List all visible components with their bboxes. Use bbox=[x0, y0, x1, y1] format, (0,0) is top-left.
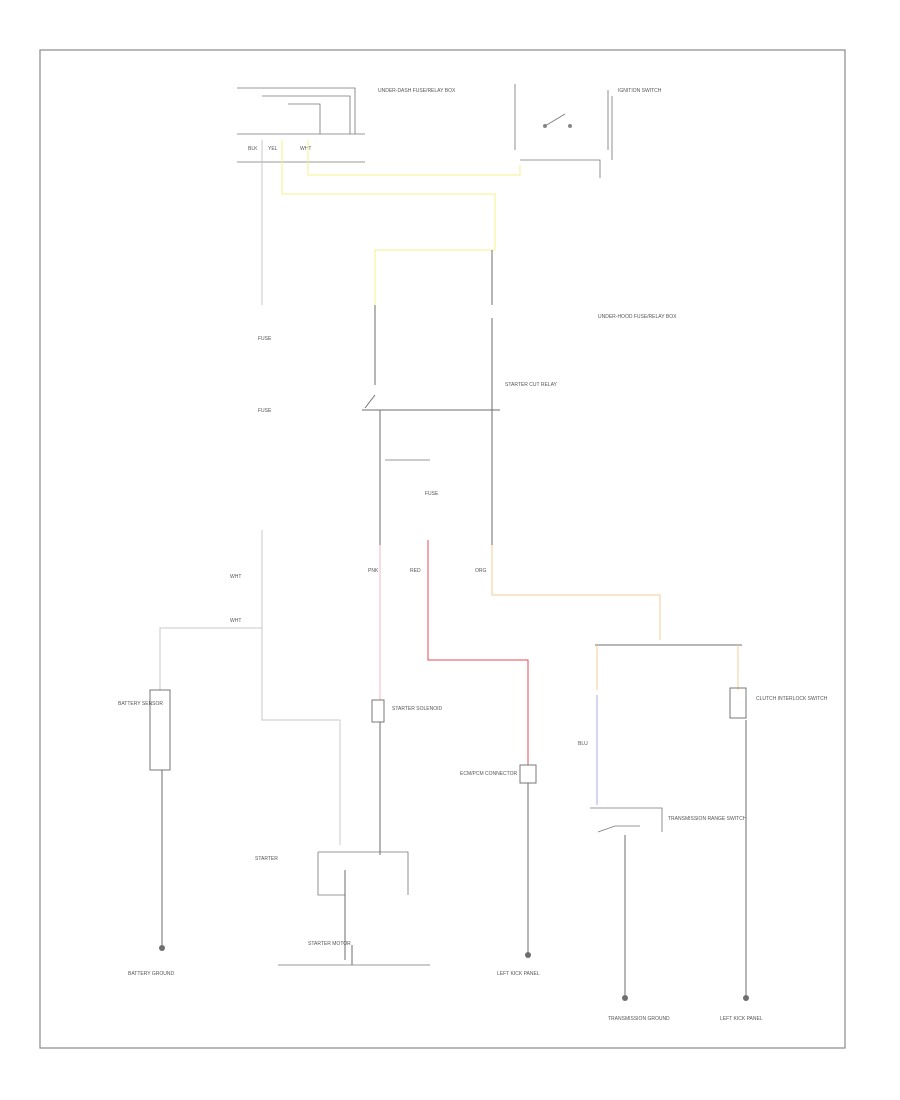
ground-left-kick-label: LEFT KICK PANEL bbox=[497, 971, 540, 977]
ground-symbols bbox=[159, 945, 749, 1001]
transmission-range-switch: TRANSMISSION RANGE SWITCH TRANSMISSION G… bbox=[590, 807, 747, 1022]
ipdb-top-label: UNDER-DASH FUSE/RELAY BOX bbox=[378, 88, 456, 94]
underhood-fuse-label: UNDER-HOOD FUSE/RELAY BOX bbox=[598, 314, 677, 320]
ignition-switch-label: IGNITION SWITCH bbox=[618, 88, 662, 94]
ground-point bbox=[159, 945, 165, 951]
wire-label: BLU bbox=[578, 741, 588, 747]
ground-trans-label: TRANSMISSION GROUND bbox=[608, 1016, 670, 1022]
battery-sensor bbox=[149, 689, 171, 771]
fuse-relay-box-top: UNDER-DASH FUSE/RELAY BOX BLK YEL WHT bbox=[237, 87, 456, 163]
transmission-range-label: TRANSMISSION RANGE SWITCH bbox=[668, 816, 747, 822]
wire-label: WHT bbox=[300, 146, 311, 152]
wire-label: PNK bbox=[368, 568, 379, 574]
ground-point bbox=[743, 995, 749, 1001]
orange-wire bbox=[491, 545, 661, 640]
ground-point bbox=[622, 995, 628, 1001]
clutch-interlock-switch: CLUTCH INTERLOCK SWITCH LEFT KICK PANEL bbox=[720, 687, 828, 1022]
red-wire bbox=[427, 540, 529, 765]
cmp-connector-label: ECM/PCM CONNECTOR bbox=[460, 771, 518, 777]
wire-label: WHT bbox=[230, 618, 241, 624]
starter-motor-label: STARTER MOTOR bbox=[308, 941, 351, 947]
switch-contact bbox=[568, 124, 572, 128]
wire-label: WHT bbox=[230, 574, 241, 580]
battery-sensor-label: BATTERY SENSOR bbox=[118, 701, 163, 707]
clutch-interlock-label: CLUTCH INTERLOCK SWITCH bbox=[756, 696, 828, 702]
starter-cut-relay-label: STARTER CUT RELAY bbox=[505, 382, 558, 388]
diagram-frame bbox=[39, 49, 846, 1049]
ignition-switch-box: IGNITION SWITCH bbox=[514, 84, 662, 178]
yellow-wire bbox=[374, 249, 495, 305]
yellow-wire bbox=[307, 140, 521, 176]
starter-solenoid-group: STARTER SOLENOID STARTER STARTER MOTOR bbox=[255, 699, 442, 966]
starter-solenoid-label: STARTER SOLENOID bbox=[392, 706, 442, 712]
starter-cut-relay: STARTER CUT RELAY UNDER-HOOD FUSE/RELAY … bbox=[362, 250, 677, 411]
fuse-left-label: FUSE bbox=[258, 408, 272, 414]
wire-label: RED bbox=[410, 568, 421, 574]
ecm-pcm-connector-group: ECM/PCM CONNECTOR LEFT KICK PANEL bbox=[460, 764, 540, 977]
yellow-wire bbox=[281, 140, 496, 250]
starter-label: STARTER bbox=[255, 856, 278, 862]
wire-label: YEL bbox=[268, 146, 278, 152]
fuse-left-label: FUSE bbox=[258, 336, 272, 342]
wire-label: ORG bbox=[475, 568, 487, 574]
fuse-mid-label: FUSE bbox=[425, 491, 439, 497]
ground-point bbox=[525, 952, 531, 958]
battery-sensor-group: BATTERY SENSOR BATTERY GROUND WHT WHT bbox=[118, 530, 341, 977]
ground-right-label: LEFT KICK PANEL bbox=[720, 1016, 763, 1022]
battery-ground-label: BATTERY GROUND bbox=[128, 971, 175, 977]
wire-label: BLK bbox=[248, 146, 258, 152]
